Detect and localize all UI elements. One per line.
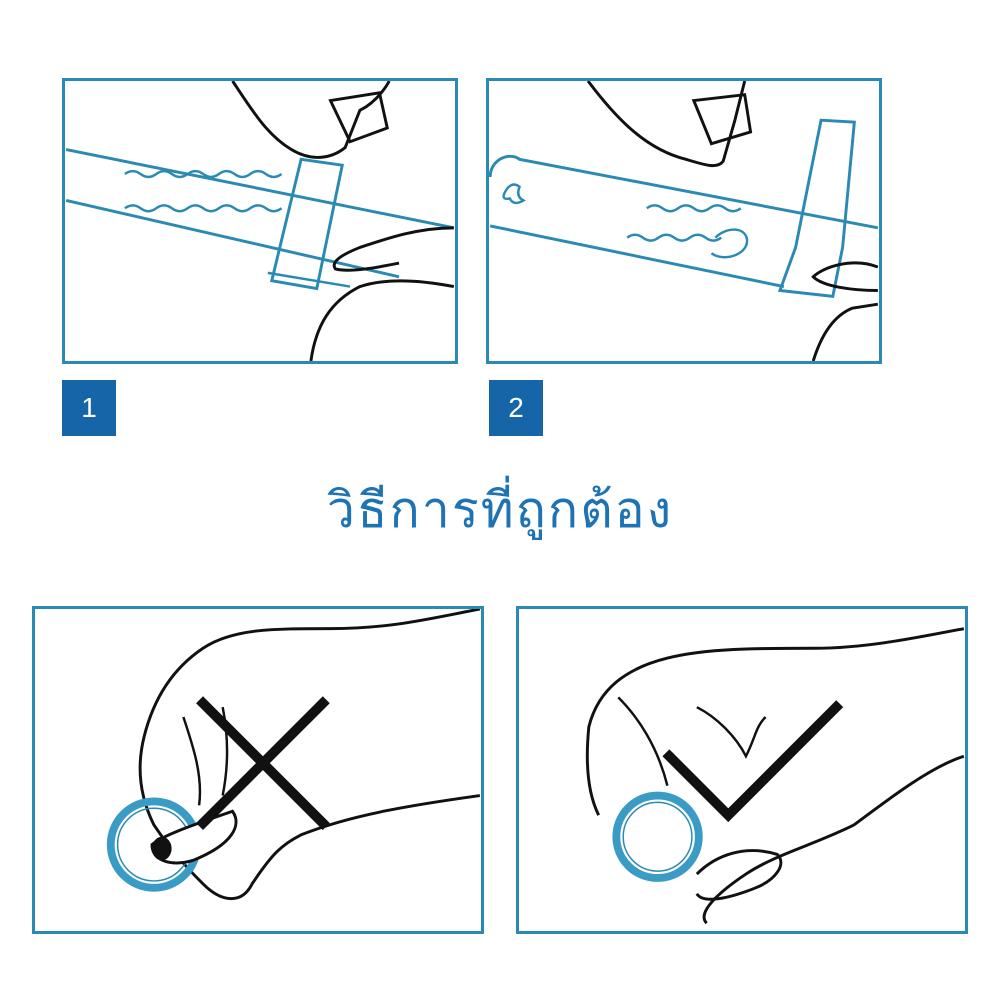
check-icon: [662, 700, 844, 823]
step-2-badge: 2: [489, 380, 543, 436]
correct-grip-illustration: [585, 627, 965, 925]
instruction-title: วิธีการที่ถูกต้อง: [326, 481, 674, 539]
strap-peel-illustration: [489, 81, 879, 361]
strap-pull-illustration: [65, 81, 455, 361]
cross-icon: [196, 696, 330, 830]
wrong-usage-panel: [32, 606, 484, 934]
incorrect-grip-illustration: [106, 609, 481, 900]
step-1-badge: 1: [62, 380, 116, 436]
step-2-number: 2: [508, 392, 524, 423]
step-1-panel: [62, 78, 458, 364]
step-2-panel: [486, 78, 882, 364]
step-1-number: 1: [81, 392, 97, 423]
correct-usage-panel: [516, 606, 968, 934]
